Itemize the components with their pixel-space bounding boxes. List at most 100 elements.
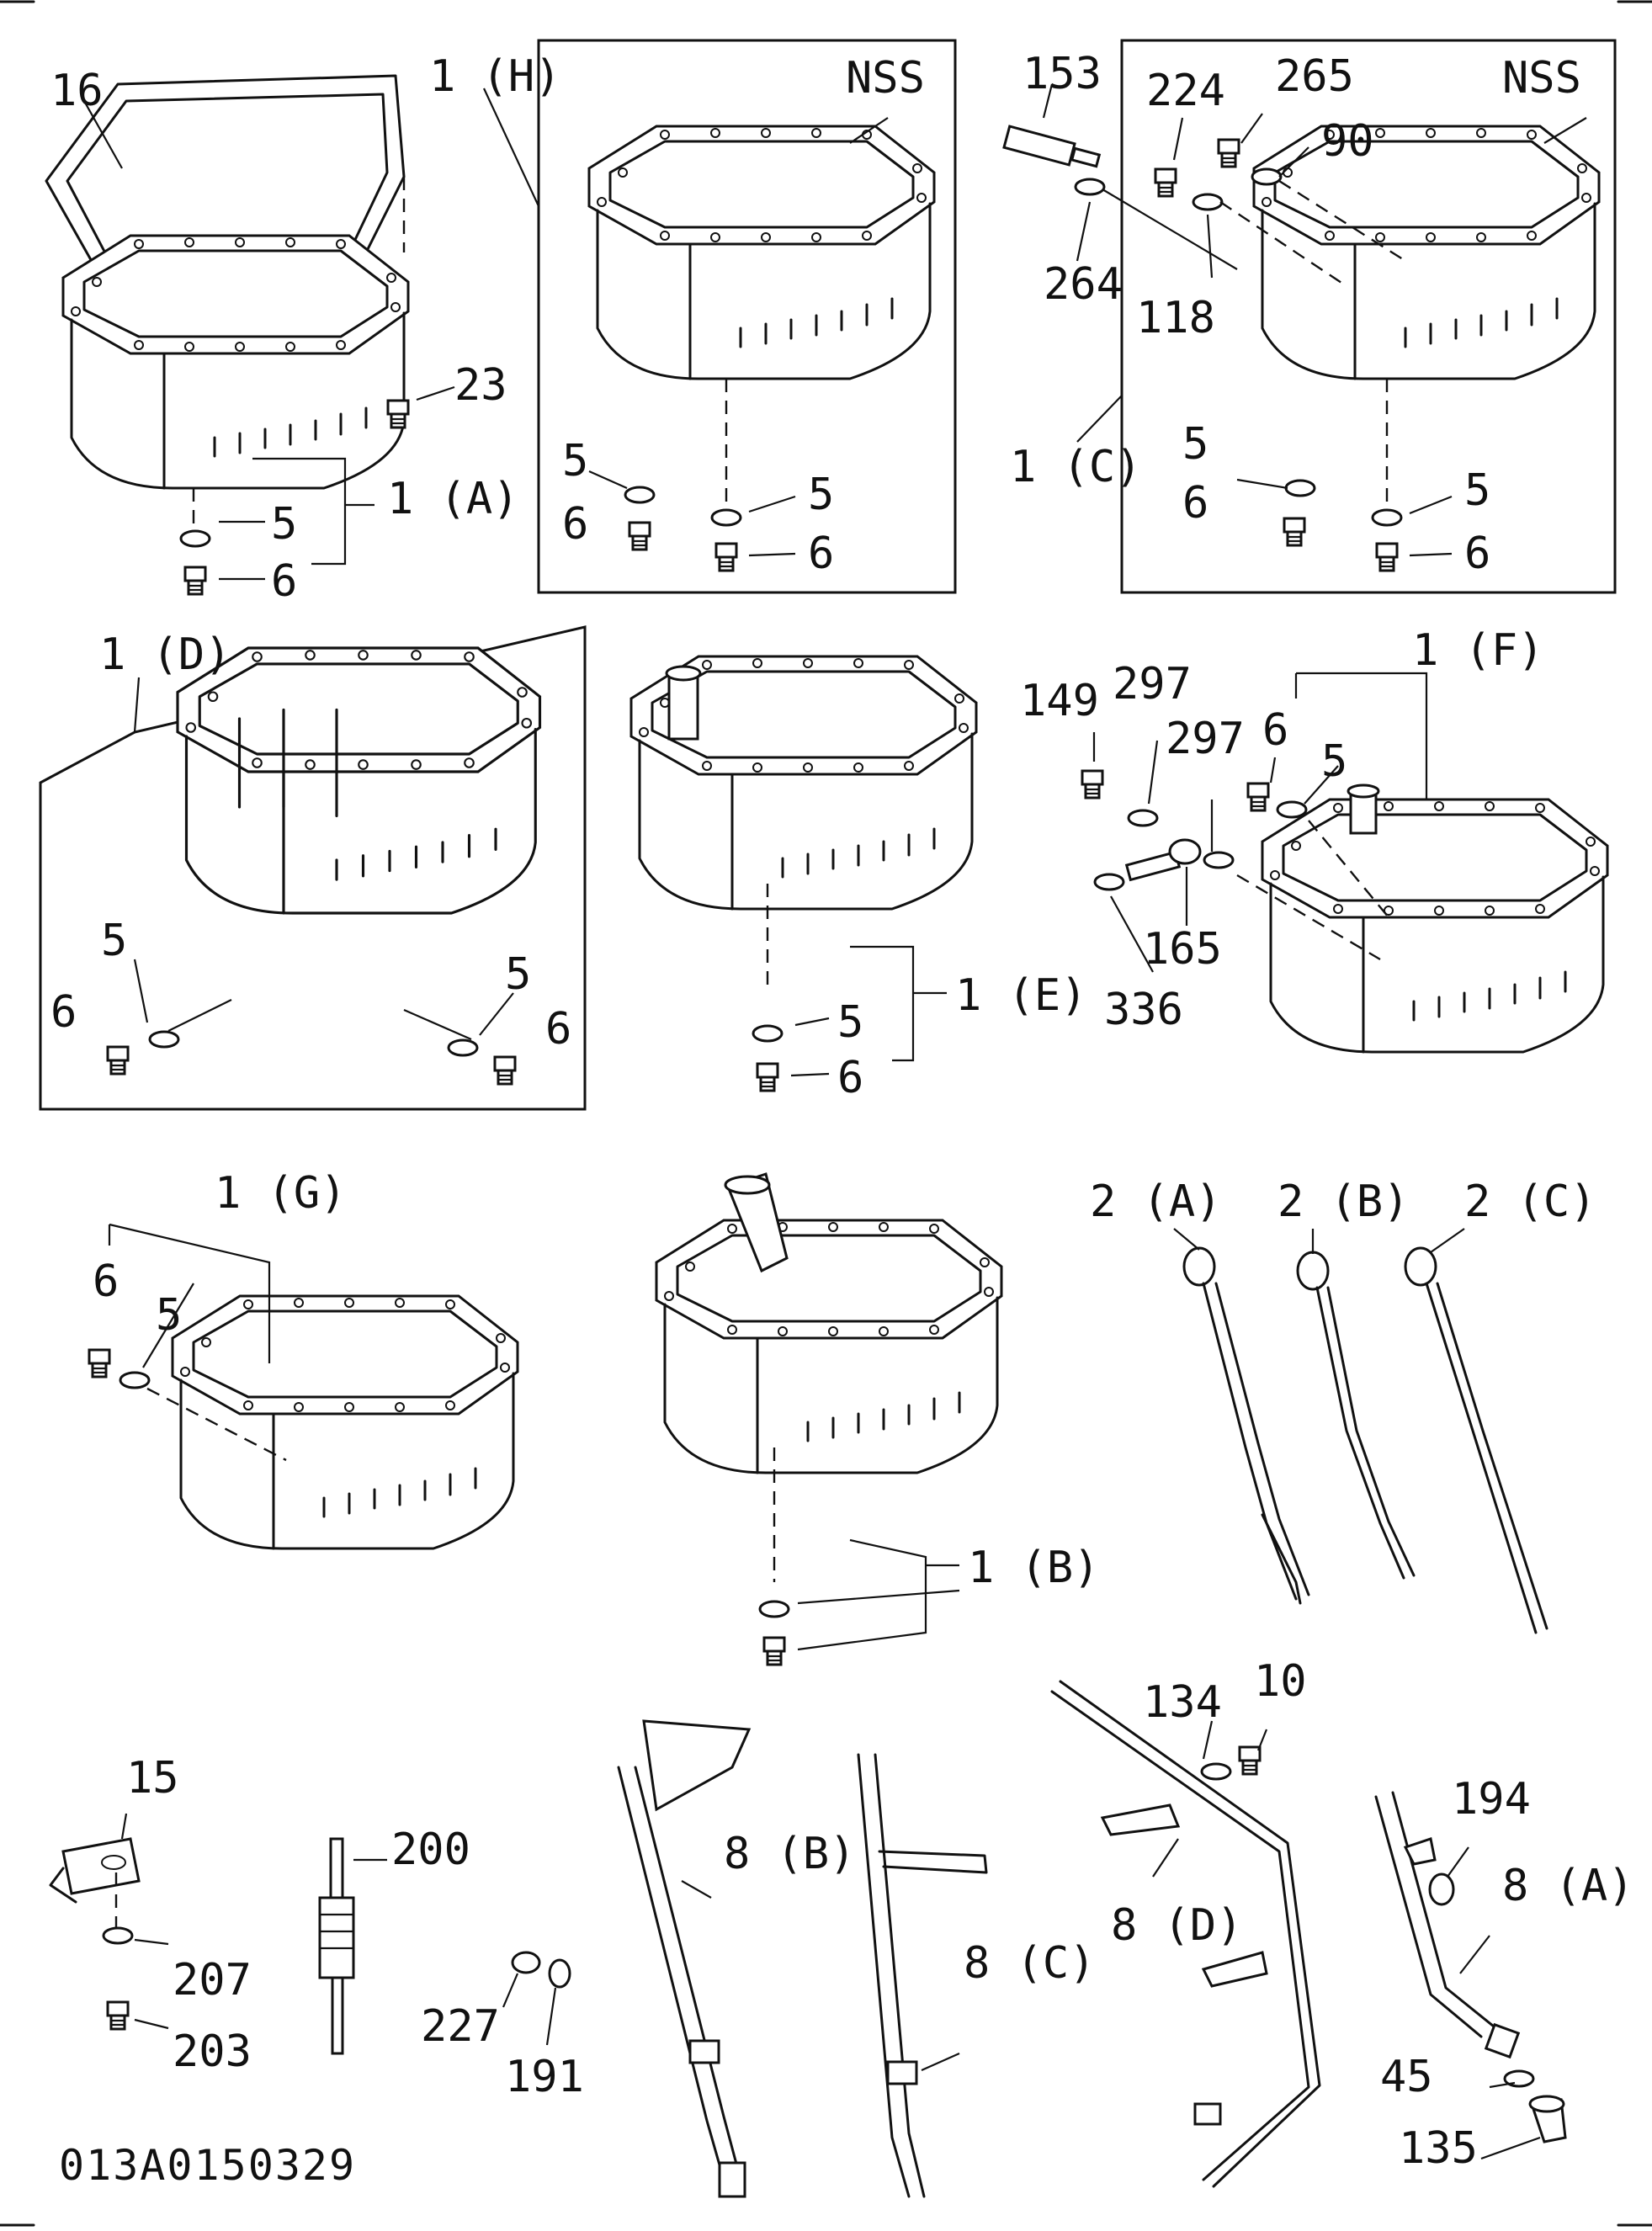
label-5-g: 5 (505, 949, 531, 1000)
label-297-b: 297 (1166, 714, 1245, 764)
plug-6-a (183, 566, 207, 596)
bolt-149 (1081, 769, 1104, 799)
ring-5-d (1284, 479, 1316, 497)
guide-tube-8B (617, 1719, 752, 2198)
label-nss-1C: NSS (1502, 53, 1581, 104)
clip-336 (1093, 873, 1125, 891)
label-nss-1H: NSS (846, 53, 925, 104)
ring-5-j (119, 1371, 151, 1389)
label-8A: 8 (A) (1502, 1861, 1634, 1911)
bolt-23 (386, 399, 410, 429)
label-5-i: 5 (1321, 736, 1347, 787)
bolt-6-j (88, 1348, 111, 1378)
label-1G: 1 (G) (215, 1168, 347, 1219)
plug-6-e (1375, 542, 1399, 572)
plug-6-k (762, 1636, 786, 1666)
label-5-f: 5 (101, 916, 127, 966)
label-6-j: 6 (93, 1256, 119, 1307)
label-153: 153 (1023, 49, 1102, 99)
label-6-e: 6 (1464, 529, 1490, 579)
label-224: 224 (1146, 66, 1225, 116)
filler-neck-1B (724, 1172, 789, 1273)
washer-90 (1251, 167, 1283, 186)
bush-194 (1428, 1872, 1455, 1906)
label-165: 165 (1143, 924, 1222, 975)
connector-1F (1347, 784, 1380, 835)
label-6-c: 6 (808, 529, 834, 579)
oil-pan-1B (655, 1219, 1003, 1474)
label-191: 191 (505, 2052, 584, 2102)
bolt-224 (1154, 167, 1177, 198)
label-6-i: 6 (1262, 705, 1288, 756)
ring-5-g (447, 1038, 479, 1057)
label-6-b: 6 (562, 499, 588, 550)
bolt-265 (1217, 138, 1240, 168)
label-6-h: 6 (837, 1053, 863, 1103)
label-1B: 1 (B) (968, 1543, 1100, 1593)
label-207: 207 (173, 1955, 252, 2005)
washer-134 (1200, 1762, 1232, 1781)
label-8B: 8 (B) (724, 1829, 856, 1879)
label-1C: 1 (C) (1010, 442, 1142, 492)
label-5-h: 5 (837, 997, 863, 1048)
oil-pan-1A (61, 234, 410, 490)
bracket-15 (49, 1837, 141, 1904)
oil-level-gauge-200 (318, 1837, 355, 2055)
label-5-j: 5 (156, 1290, 182, 1341)
label-2B: 2 (B) (1278, 1177, 1410, 1227)
plug-6-c (714, 542, 738, 572)
label-5-d: 5 (1182, 419, 1208, 470)
plug-6-d (1283, 517, 1306, 547)
label-1D: 1 (D) (99, 629, 231, 680)
bolt-6-i (1246, 782, 1270, 812)
guide-tube-8C (857, 1753, 988, 2198)
washer-191 (548, 1958, 571, 1989)
dipstick-2A (1182, 1246, 1310, 1605)
oil-pan-1F (1261, 798, 1609, 1054)
label-227: 227 (421, 2001, 500, 2052)
label-1H: 1 (H) (429, 51, 561, 102)
filler-neck-1E (665, 665, 702, 741)
box-1H (537, 39, 957, 594)
ring-5-f (148, 1030, 180, 1049)
oil-pan-1D (176, 646, 542, 915)
oil-pan-1C (1252, 125, 1601, 380)
washer-118 (1192, 193, 1224, 211)
box-1C (1120, 39, 1617, 594)
label-6-f: 6 (50, 987, 77, 1038)
label-265: 265 (1275, 51, 1354, 102)
label-118: 118 (1136, 293, 1215, 343)
ring-5-i (1276, 800, 1308, 819)
oil-pan-1H (587, 125, 936, 380)
ring-5-c (710, 508, 742, 527)
ring-5-e (1371, 508, 1403, 527)
guide-tube-8A (1374, 1791, 1521, 2059)
bolt-203 (106, 2000, 130, 2031)
label-5-a: 5 (271, 499, 297, 550)
cap-135 (1528, 2095, 1567, 2143)
washer-297-a (1127, 809, 1159, 827)
guide-tube-8D (1050, 1680, 1321, 2188)
box-1D (39, 625, 587, 1111)
washer-264 (1074, 178, 1106, 196)
label-1F: 1 (F) (1412, 625, 1544, 676)
label-200: 200 (391, 1825, 470, 1875)
label-297-a: 297 (1113, 659, 1192, 709)
ring-5-b (624, 486, 656, 504)
label-15: 15 (126, 1753, 179, 1803)
label-1E: 1 (E) (955, 970, 1087, 1021)
label-194: 194 (1452, 1774, 1531, 1825)
label-2A: 2 (A) (1090, 1177, 1222, 1227)
bolt-10 (1238, 1745, 1262, 1776)
label-149: 149 (1020, 676, 1099, 726)
label-5-c: 5 (808, 470, 834, 520)
nut-227 (511, 1951, 541, 1974)
dipstick-2B (1296, 1251, 1416, 1580)
ring-5-a (179, 529, 211, 548)
label-5-b: 5 (562, 436, 588, 486)
dipstick-2C (1404, 1246, 1548, 1634)
oil-pan-1G (171, 1294, 519, 1550)
label-10: 10 (1254, 1656, 1307, 1707)
